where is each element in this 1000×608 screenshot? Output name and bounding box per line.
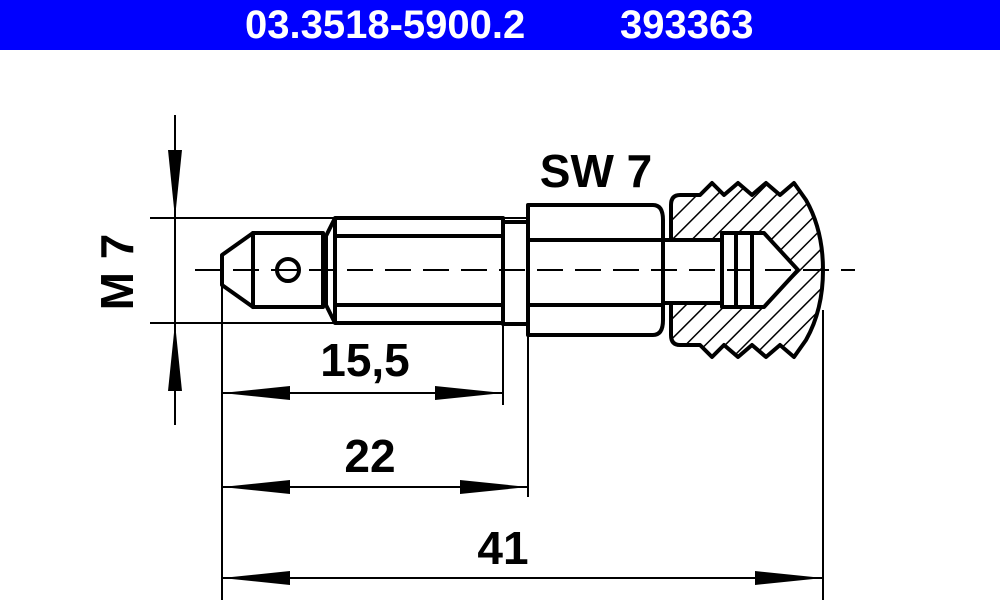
wrench-size-label: SW 7: [540, 145, 652, 197]
part-number: 03.3518-5900.2: [245, 3, 526, 47]
bleeder-screw: [220, 203, 724, 337]
reference-number: 393363: [620, 3, 754, 47]
dim-label-22: 22: [344, 430, 395, 482]
dim-label-15-5: 15,5: [320, 334, 410, 386]
dim-label-41: 41: [477, 522, 528, 574]
mating-part-section: [669, 181, 825, 359]
thread-label: M 7: [91, 234, 143, 311]
header-bar: 03.3518-5900.2 393363: [0, 0, 1000, 50]
bleed-hole: [275, 257, 301, 283]
